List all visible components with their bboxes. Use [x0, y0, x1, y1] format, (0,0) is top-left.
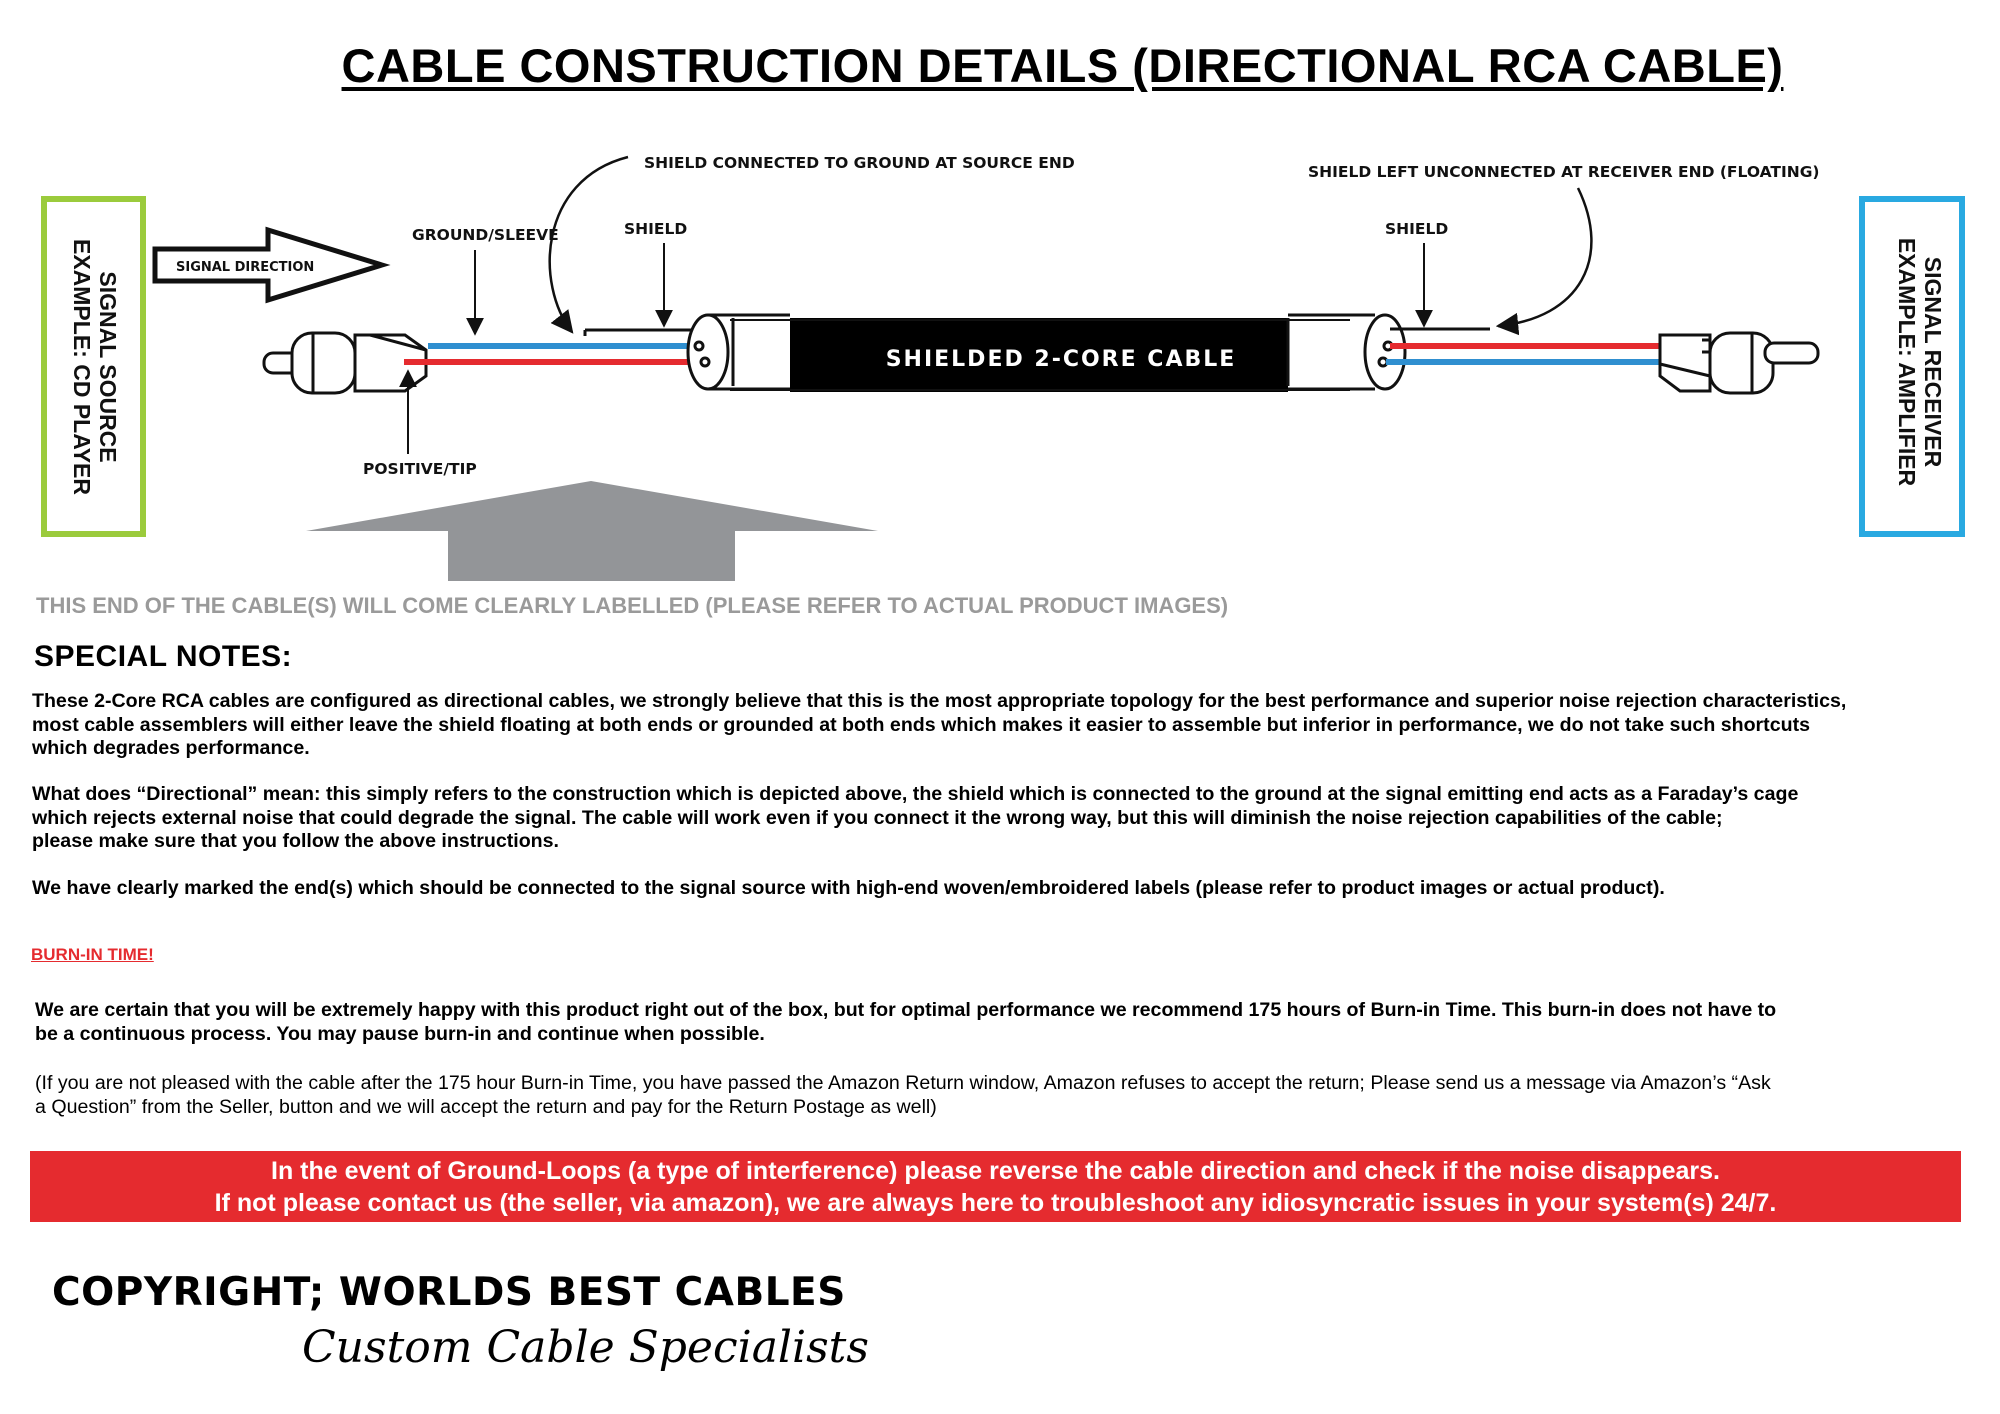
source-box — [41, 196, 146, 537]
receiver-box — [1859, 196, 1965, 537]
text-line: which degrades performance. — [32, 737, 310, 759]
text-line: most cable assemblers will either leave … — [32, 713, 1810, 736]
special-notes-paragraph-2: What does “Directional” mean: this simpl… — [32, 783, 1992, 854]
special-notes-paragraph-3: We have clearly marked the end(s) which … — [32, 877, 1992, 901]
shield-label-left: SHIELD — [624, 220, 687, 238]
source-rca-plug — [262, 331, 428, 395]
special-notes-paragraph-1: These 2-Core RCA cables are configured a… — [32, 690, 1992, 761]
burn-in-paragraph-2: (If you are not pleased with the cable a… — [35, 1072, 1995, 1119]
special-notes-heading: SPECIAL NOTES: — [34, 640, 293, 673]
receiver-box-line2: EXAMPLE: AMPLIFIER — [1894, 238, 1920, 487]
shield-right-label: SHIELD — [1385, 220, 1448, 238]
labelled-end-arrow — [306, 481, 878, 581]
burn-in-heading: BURN-IN TIME! — [31, 945, 154, 964]
banner-line-1: In the event of Ground-Loops (a type of … — [271, 1157, 1720, 1185]
text-line: which rejects external noise that could … — [32, 806, 1723, 829]
page-title: CABLE CONSTRUCTION DETAILS (DIRECTIONAL … — [341, 39, 1784, 92]
banner-line-2: If not please contact us (the seller, vi… — [214, 1189, 1777, 1217]
source-box-line2: EXAMPLE: CD PLAYER — [69, 239, 95, 495]
text-line: These 2-Core RCA cables are configured a… — [32, 690, 1847, 712]
source-box-line1: SIGNAL SOURCE — [95, 271, 121, 462]
ground-loop-banner: In the event of Ground-Loops (a type of … — [30, 1151, 1961, 1222]
shield-sleeve-left — [583, 313, 790, 391]
receiver-rca-plug — [1658, 331, 1820, 395]
shield-sleeve-right — [1286, 313, 1490, 391]
text-line: (If you are not pleased with the cable a… — [35, 1072, 1771, 1094]
signal-direction-arrow — [152, 226, 391, 304]
positive-tip-label: POSITIVE/TIP — [363, 460, 477, 478]
company-tagline: Custom Cable Specialists — [302, 1322, 869, 1373]
burn-in-paragraph-1: We are certain that you will be extremel… — [35, 999, 1995, 1046]
cable-body — [790, 318, 1288, 392]
text-line: please make sure that you follow the abo… — [32, 830, 559, 852]
labelled-end-note: THIS END OF THE CABLE(S) WILL COME CLEAR… — [36, 593, 1229, 618]
receiver-box-line1: SIGNAL RECEIVER — [1920, 257, 1946, 468]
copyright-text: COPYRIGHT; WORLDS BEST CABLES — [52, 1270, 846, 1315]
shield-connected-note: SHIELD CONNECTED TO GROUND AT SOURCE END — [644, 154, 1075, 172]
text-line: What does “Directional” mean: this simpl… — [32, 783, 1799, 805]
text-line: We are certain that you will be extremel… — [35, 999, 1777, 1021]
ground-sleeve-label: GROUND/SLEEVE — [412, 226, 559, 244]
text-line: be a continuous process. You may pause b… — [35, 1022, 765, 1045]
signal-direction-label: SIGNAL DIRECTION — [176, 260, 314, 275]
shield-unconnected-note: SHIELD LEFT UNCONNECTED AT RECEIVER END … — [1308, 163, 1820, 181]
text-line: a Question” from the Seller, button and … — [35, 1095, 937, 1118]
cable-diagram: SIGNAL SOURCE EXAMPLE: CD PLAYER SIGNAL … — [41, 154, 1965, 581]
text-line: We have clearly marked the end(s) which … — [32, 877, 1665, 899]
cable-label: SHIELDED 2-CORE CABLE — [886, 347, 1237, 372]
